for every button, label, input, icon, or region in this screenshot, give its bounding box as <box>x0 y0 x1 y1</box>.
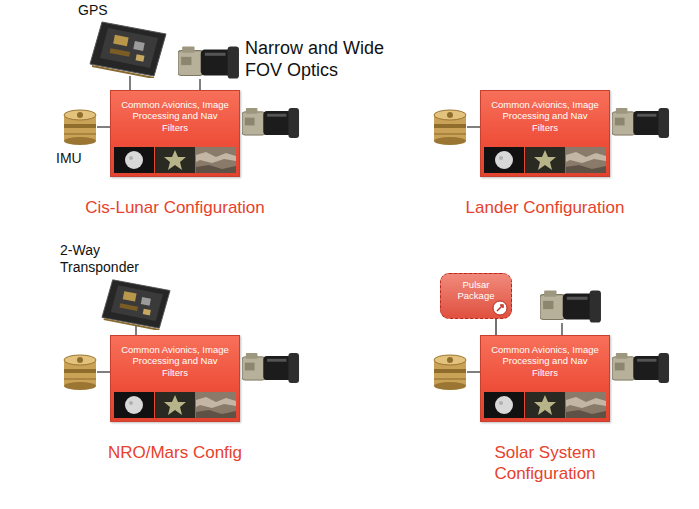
camera-icon <box>242 108 299 138</box>
image-thumbnails <box>484 392 606 418</box>
camera-icon <box>178 47 239 79</box>
gps-board <box>90 22 166 78</box>
terrain-thumb <box>196 410 236 418</box>
connector-line <box>495 319 497 335</box>
moon-thumb <box>129 156 133 160</box>
moon-thumb <box>499 401 503 405</box>
moon-thumb <box>495 396 513 414</box>
camera-icon <box>242 353 299 383</box>
terrain-thumb <box>196 392 236 418</box>
wire <box>129 76 131 91</box>
part-label: 2-Way Transponder <box>60 242 160 276</box>
star-thumb <box>534 395 556 415</box>
moon-thumb <box>125 396 143 414</box>
wire <box>467 126 481 128</box>
imu-icon <box>64 110 96 145</box>
configuration-node: Common Avionics, Image Processing and Na… <box>110 90 240 177</box>
camera-icon <box>612 108 669 138</box>
star-thumb <box>164 150 186 170</box>
avionics-box: Common Avionics, Image Processing and Na… <box>110 90 240 177</box>
terrain-thumb <box>566 410 606 418</box>
configuration-caption: Lander Configuration <box>445 197 645 218</box>
box-text: Common Avionics, Image Processing and Na… <box>111 91 239 133</box>
terrain-thumb <box>566 392 606 418</box>
terrain-thumb <box>566 165 606 173</box>
wire <box>97 371 111 373</box>
moon-thumb <box>114 392 154 418</box>
package-label: Pulsar Package <box>447 279 505 302</box>
terrain-thumb <box>566 147 606 173</box>
terrain-thumb <box>196 165 236 173</box>
box-text: Common Avionics, Image Processing and Na… <box>481 336 609 378</box>
package-box: Pulsar Package <box>440 273 512 319</box>
moon-thumb <box>114 147 154 173</box>
star-thumb <box>155 392 195 418</box>
configuration-caption: Solar System Configuration <box>475 442 615 485</box>
wire <box>97 126 111 128</box>
moon-thumb <box>125 151 143 169</box>
camera-icon <box>540 291 601 323</box>
transponder-board <box>102 280 170 330</box>
moon-thumb <box>129 401 133 405</box>
star-thumb <box>164 395 186 415</box>
star-thumb <box>155 147 195 173</box>
box-text: Common Avionics, Image Processing and Na… <box>481 91 609 133</box>
pulsar-icon <box>497 305 503 311</box>
avionics-box: Common Avionics, Image Processing and Na… <box>480 335 610 422</box>
imu-icon <box>434 355 466 390</box>
imu-icon <box>64 355 96 390</box>
moon-thumb <box>484 147 524 173</box>
moon-thumb <box>484 392 524 418</box>
avionics-box: Common Avionics, Image Processing and Na… <box>480 90 610 177</box>
configuration-caption: Cis-Lunar Configuration <box>55 197 295 218</box>
image-thumbnails <box>484 147 606 173</box>
part-label: GPS <box>78 2 138 19</box>
camera-icon <box>612 353 669 383</box>
part-label: IMU <box>56 150 106 167</box>
image-thumbnails <box>114 392 236 418</box>
avionics-box: Common Avionics, Image Processing and Na… <box>110 335 240 422</box>
terrain-thumb <box>566 397 606 408</box>
configuration-caption: NRO/Mars Config <box>75 442 275 463</box>
box-text: Common Avionics, Image Processing and Na… <box>111 336 239 378</box>
pulsar-icon <box>493 301 507 315</box>
imu-icon <box>434 110 466 145</box>
moon-thumb <box>495 151 513 169</box>
part-label: Narrow and Wide FOV Optics <box>245 38 420 81</box>
image-thumbnails <box>114 147 236 173</box>
terrain-thumb <box>196 147 236 173</box>
configuration-node: Common Avionics, Image Processing and Na… <box>480 90 610 177</box>
terrain-thumb <box>566 152 606 163</box>
star-thumb <box>525 392 565 418</box>
configuration-node: Common Avionics, Image Processing and Na… <box>110 335 240 422</box>
configuration-node: Common Avionics, Image Processing and Na… <box>480 335 610 422</box>
star-thumb <box>534 150 556 170</box>
moon-thumb <box>499 156 503 160</box>
terrain-thumb <box>196 397 236 408</box>
pulsar-icon <box>492 300 508 316</box>
wire <box>467 371 481 373</box>
star-thumb <box>525 147 565 173</box>
terrain-thumb <box>196 152 236 163</box>
